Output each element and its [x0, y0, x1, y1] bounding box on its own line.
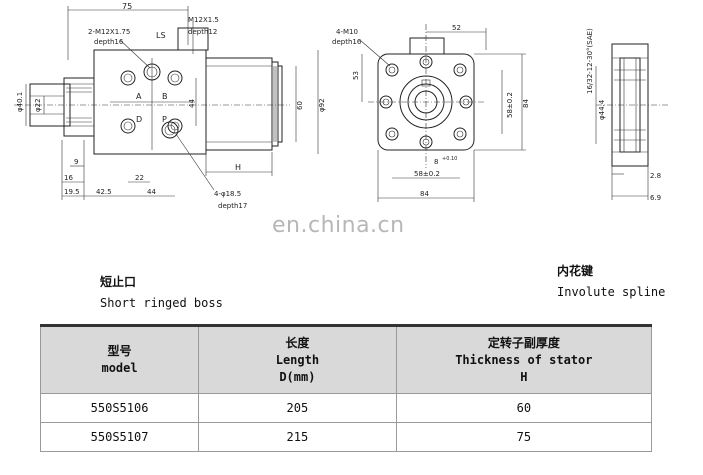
short-boss-label-cn: 短止口 — [100, 275, 137, 289]
cell-thickness: 75 — [395, 422, 653, 452]
dim-52: 52 — [452, 24, 461, 32]
cell-length: 205 — [198, 393, 397, 423]
dim-84-horizontal: 84 — [420, 190, 429, 198]
short-boss-label: 短止口 Short ringed boss — [100, 273, 223, 310]
table-row: 550S5107 215 75 — [39, 422, 653, 452]
dim-58-horizontal: 58±0.2 — [414, 170, 440, 178]
front-thread-label: 4-M10 — [336, 28, 358, 36]
table-row: 550S5106 205 60 — [39, 393, 653, 423]
mount-depth-label: depth17 — [218, 202, 247, 210]
cell-length: 215 — [198, 422, 397, 452]
ls-label: LS — [156, 31, 166, 40]
mount-holes-label: 4-φ18.5 — [214, 190, 241, 198]
header-model: 型号 model — [39, 325, 200, 394]
dim-shaft-dia: φ40.1 — [16, 92, 24, 112]
dim-44-horizontal: 44 — [147, 188, 156, 196]
header-model-en: model — [101, 361, 138, 375]
header-thickness: 定转子副厚度 Thickness of stator H — [395, 325, 653, 394]
dim-9: 9 — [74, 158, 78, 166]
table-header-row: 型号 model 长度 Length D(mm) 定转子副厚度 Thicknes… — [39, 325, 653, 394]
header-thickness-cn: 定转子副厚度 — [487, 335, 560, 350]
spline-spec-label: 16/32-12-30°(SAE) — [586, 28, 594, 94]
cell-thickness: 60 — [395, 393, 653, 423]
header-length-cn: 长度 — [285, 335, 310, 350]
dim-overall: 75 — [122, 2, 132, 11]
spline-label-en: Involute spline — [557, 285, 666, 299]
header-length-en: Length — [275, 352, 320, 367]
dim-19-5: 19.5 — [64, 188, 80, 196]
watermark: en.china.cn — [272, 213, 405, 238]
dim-bore-dia: φ22 — [34, 98, 42, 112]
header-thickness-en: Thickness of stator — [455, 352, 593, 367]
port-d-label: D — [136, 115, 142, 124]
dim-22: 22 — [135, 174, 144, 182]
port-b-label: B — [162, 92, 168, 101]
port-depth-label: depth16 — [94, 38, 124, 46]
technical-drawing: 75 A B D P 2-M12X1.75 — [0, 0, 703, 215]
spec-table: 型号 model 长度 Length D(mm) 定转子副厚度 Thicknes… — [39, 324, 653, 452]
dim-42-5: 42.5 — [96, 188, 112, 196]
dim-housing-dia: φ92 — [318, 98, 326, 112]
drawing-svg: 75 A B D P 2-M12X1.75 — [14, 2, 668, 210]
dim-h: H — [235, 163, 241, 172]
dim-58-vertical: 58±0.2 — [506, 92, 514, 118]
dim-44-vertical: 44 — [188, 99, 196, 108]
side-view: 75 A B D P 2-M12X1.75 — [14, 2, 326, 210]
cell-model: 550S5106 — [39, 393, 200, 423]
port-a-label: A — [136, 92, 142, 101]
header-length-unit: D(mm) — [279, 369, 316, 384]
spline-dia-label: φ44.4 — [598, 99, 606, 120]
dim-6-9: 6.9 — [650, 194, 661, 202]
spline-label: 内花键 Involute spline — [557, 262, 665, 299]
cell-model: 550S5107 — [39, 422, 200, 452]
header-thickness-unit: H — [520, 369, 528, 384]
front-view: 4-M10 depth16 52 53 58±0.2 84 8 +0.10 58… — [332, 24, 530, 202]
key-width-label: 8 — [434, 158, 438, 166]
port-thread-label: 2-M12X1.75 — [88, 28, 130, 36]
header-length: 长度 Length D(mm) — [198, 325, 397, 394]
spline-label-cn: 内花键 — [557, 264, 594, 278]
dim-53: 53 — [352, 71, 360, 80]
port-p-label: P — [162, 115, 167, 124]
dim-84-vertical: 84 — [522, 99, 530, 108]
key-tolerance-label: +0.10 — [442, 156, 457, 162]
front-thread-depth: depth16 — [332, 38, 362, 46]
ls-thread-label: M12X1.5 — [188, 16, 219, 24]
ls-depth-label: depth12 — [188, 28, 217, 36]
header-model-cn: 型号 — [107, 344, 132, 358]
dim-2-8: 2.8 — [650, 172, 661, 180]
spline-view: φ44.4 16/32-12-30°(SAE) 2.8 6.9 — [586, 28, 668, 202]
dim-height-60: 60 — [296, 101, 304, 110]
short-boss-label-en: Short ringed boss — [100, 296, 223, 310]
dim-16: 16 — [64, 174, 73, 182]
